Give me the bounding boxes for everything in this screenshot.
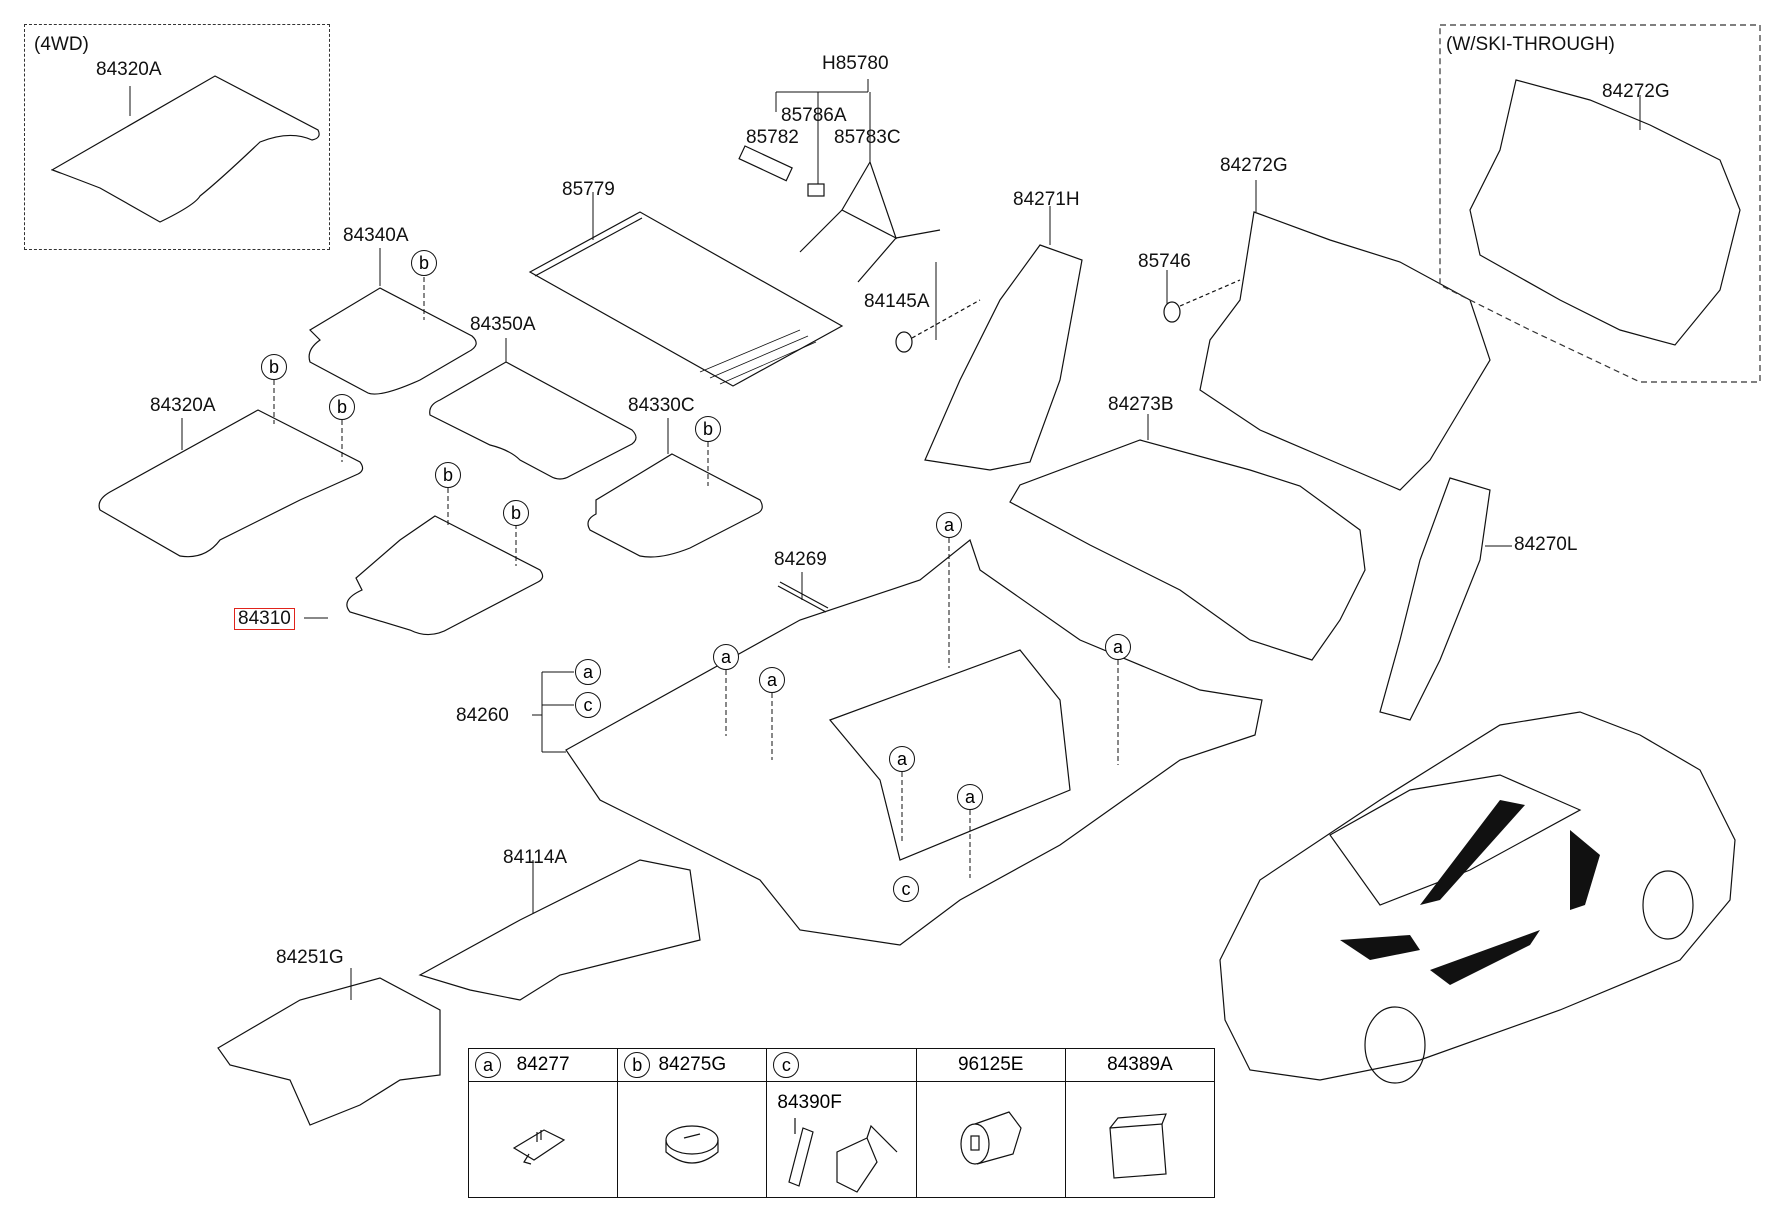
floor-carpet-84260-shape	[565, 538, 1263, 946]
callout-a: a	[936, 512, 962, 538]
legend-part-84275g: 84275G	[658, 1054, 727, 1075]
pouch-icon	[1109, 1113, 1167, 1179]
legend-col-a[interactable]: a 84277	[469, 1049, 619, 1197]
part-label-84269[interactable]: 84269	[774, 549, 827, 570]
part-label-85782[interactable]: 85782	[746, 127, 799, 148]
clip-84145a-shape	[895, 331, 913, 353]
part-label-85786a[interactable]: 85786A	[781, 105, 847, 126]
part-label-84272g-ski[interactable]: 84272G	[1602, 81, 1670, 102]
bracket-84269-shape	[777, 581, 829, 613]
part-label-84340a[interactable]: 84340A	[343, 225, 409, 246]
mat-84310-shape	[346, 515, 544, 636]
legend-col-84389a[interactable]: 84389A	[1065, 1049, 1215, 1197]
carpet-clip-icon	[512, 1129, 566, 1165]
triangle-case-85786a	[807, 183, 825, 197]
callout-a: a	[957, 784, 983, 810]
part-label-h85780[interactable]: H85780	[822, 53, 889, 74]
part-label-84273b[interactable]: 84273B	[1108, 394, 1174, 415]
luggage-net-shape	[528, 211, 844, 387]
vehicle-carpet-highlight	[1340, 800, 1600, 985]
footrest-pedal-icon	[788, 1118, 898, 1193]
part-label-84330c[interactable]: 84330C	[628, 395, 695, 416]
mat-4wd-shape	[51, 75, 320, 223]
legend-col-b[interactable]: b 84275G	[618, 1049, 768, 1197]
mat-84330c-shape	[587, 453, 763, 558]
variant-box-4wd	[24, 24, 330, 250]
part-label-85779[interactable]: 85779	[562, 179, 615, 200]
mat-84340a-shape	[308, 287, 477, 395]
legend-key-c: c	[773, 1052, 800, 1078]
variant-label-ski-through: (W/SKI-THROUGH)	[1446, 34, 1615, 55]
legend-part-84389a: 84389A	[1107, 1054, 1173, 1075]
isolation-pad-84271h-shape	[924, 244, 1083, 471]
part-label-84251g[interactable]: 84251G	[276, 947, 344, 968]
part-label-84310[interactable]: 84310	[234, 608, 295, 630]
callout-b: b	[695, 416, 721, 442]
legend-col-c[interactable]: c 84390F	[767, 1049, 917, 1197]
fastener-85746-shape	[1163, 301, 1181, 323]
legend-key-a: a	[475, 1052, 501, 1078]
callout-dashes	[273, 277, 1119, 878]
part-label-84270l[interactable]: 84270L	[1514, 534, 1578, 555]
mat-84320a-shape	[98, 409, 364, 558]
part-label-84145a[interactable]: 84145A	[864, 291, 930, 312]
legend-part-96125e: 96125E	[957, 1054, 1024, 1075]
callout-a: a	[713, 644, 739, 670]
callout-a: a	[575, 659, 601, 685]
triangle-case-85782	[738, 145, 793, 182]
part-label-84350a[interactable]: 84350A	[470, 314, 536, 335]
ski-through-box-outline	[1439, 24, 1761, 383]
callout-a: a	[889, 746, 915, 772]
callout-c: c	[893, 876, 919, 902]
floor-carpet-tunnel	[828, 649, 1071, 861]
variant-label-4wd: (4WD)	[34, 34, 89, 55]
part-label-84260[interactable]: 84260	[456, 705, 509, 726]
legend-col-96125e[interactable]: 96125E	[916, 1049, 1066, 1197]
part-label-85746[interactable]: 85746	[1138, 251, 1191, 272]
part-label-84320a[interactable]: 84320A	[150, 395, 216, 416]
part-label-84272g[interactable]: 84272G	[1220, 155, 1288, 176]
dash-pad-84251g-shape	[217, 977, 441, 1126]
legend-part-84277: 84277	[516, 1054, 570, 1075]
part-label-84114a[interactable]: 84114A	[503, 847, 568, 868]
isolation-pad-84273b-shape	[1009, 439, 1366, 661]
vehicle-wheel-rear	[1642, 870, 1694, 940]
isolation-pad-84272g-ski-shape	[1469, 79, 1741, 346]
callout-b: b	[435, 462, 461, 488]
callout-a: a	[1105, 634, 1131, 660]
callout-b: b	[503, 500, 529, 526]
callout-b: b	[411, 250, 437, 276]
callout-a: a	[759, 667, 785, 693]
part-label-84271h[interactable]: 84271H	[1013, 189, 1080, 210]
vehicle-outline	[1219, 711, 1736, 1081]
isolation-pad-84270l-shape	[1379, 477, 1491, 721]
callout-c: c	[575, 692, 601, 718]
power-outlet-icon	[960, 1111, 1022, 1165]
callout-b: b	[329, 394, 355, 420]
isolation-pad-84272g-shape	[1199, 211, 1491, 491]
vehicle-wheel-front	[1364, 1006, 1426, 1084]
legend-table: a 84277 b 84275G c 84390F	[468, 1048, 1215, 1198]
leader-lines	[129, 79, 1641, 1000]
warning-triangle-85783c	[799, 160, 941, 283]
tunnel-pad-84114a-shape	[418, 859, 701, 1001]
mat-fastener-icon	[665, 1125, 719, 1164]
part-label-84320a-4wd[interactable]: 84320A	[96, 59, 162, 80]
net-mesh	[699, 329, 817, 385]
legend-sub-84390f: 84390F	[777, 1092, 842, 1113]
part-label-85783c[interactable]: 85783C	[834, 127, 901, 148]
mat-84350a-shape	[429, 361, 637, 480]
vehicle-windshield	[1329, 774, 1582, 906]
legend-key-b: b	[624, 1052, 651, 1078]
callout-b: b	[261, 354, 287, 380]
